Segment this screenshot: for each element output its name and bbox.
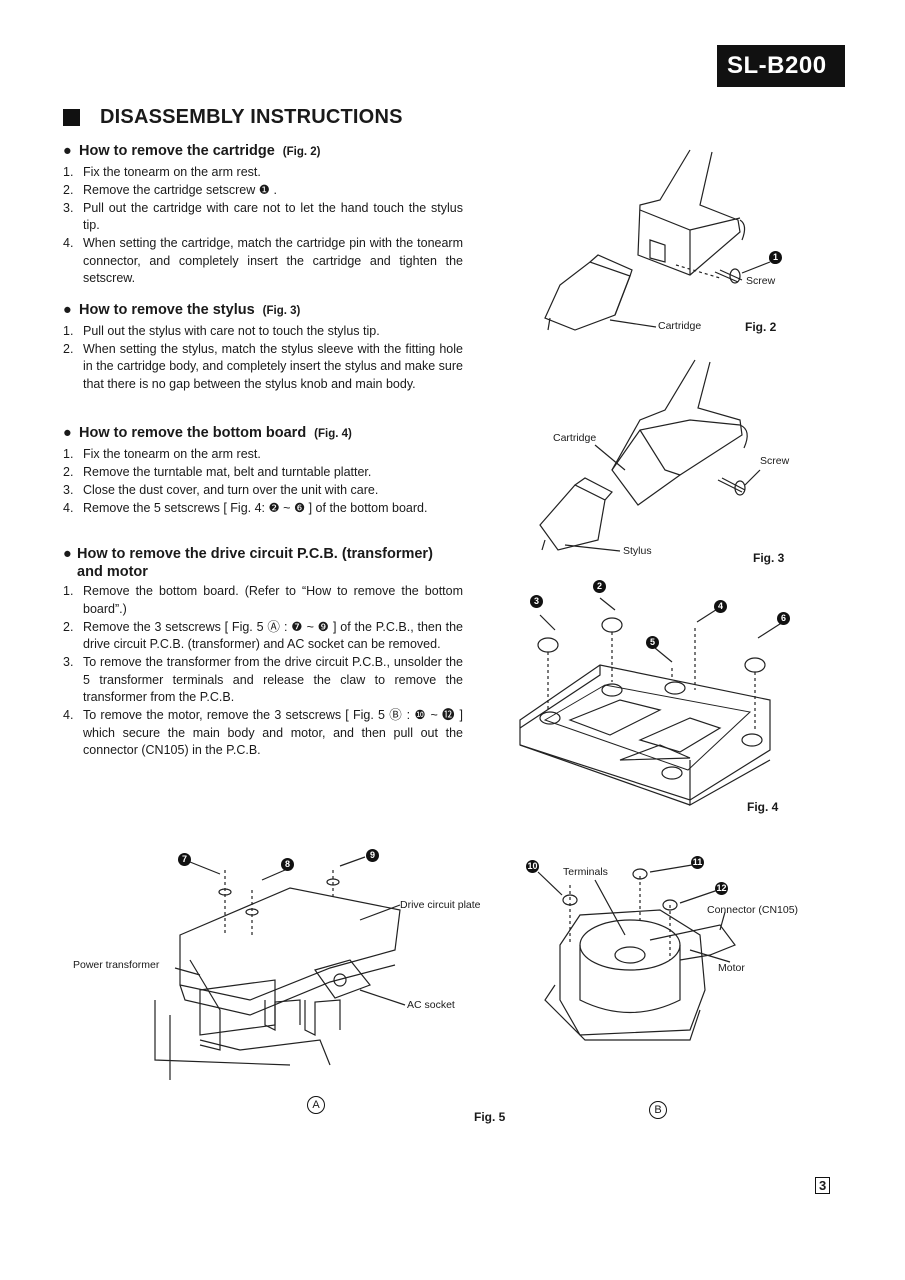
section-heading: How to remove the stylus	[79, 302, 255, 318]
page-title: DISASSEMBLY INSTRUCTIONS	[100, 106, 403, 128]
fig5-marker-10: 10	[526, 860, 539, 873]
fig5-marker-8: 8	[281, 858, 294, 871]
step: Pull out the cartridge with care not to …	[83, 200, 463, 233]
fig5-marker-7: 7	[178, 853, 191, 866]
fig4-marker-5: 5	[646, 636, 659, 649]
fig5-label: Fig. 5	[474, 1110, 506, 1124]
section-ref: (Fig. 2)	[282, 146, 321, 158]
step: Pull out the stylus with care not to tou…	[83, 323, 380, 338]
fig2-screw-label: Screw	[746, 275, 776, 287]
fig5b-drawing	[537, 864, 736, 1041]
fig4-marker-3: 3	[530, 595, 543, 608]
model-badge: SL-B200	[717, 45, 845, 87]
section-ref: (Fig. 4)	[314, 428, 352, 440]
section-heading: How to remove the bottom board	[79, 425, 307, 441]
step: Fix the tonearm on the arm rest.	[83, 164, 261, 179]
step: Remove the turntable mat, belt and turnt…	[83, 464, 372, 479]
fig5a-drawing	[154, 856, 406, 1080]
section-heading: How to remove the drive circuit P.C.B. (…	[77, 546, 433, 580]
fig2-label: Fig. 2	[745, 320, 777, 334]
step: Remove the 3 setscrews [ Fig. 5 Ⓐ : ❼ ~ …	[83, 619, 463, 652]
fig2-marker: 1	[769, 251, 782, 264]
step: Remove the bottom board. (Refer to “How …	[83, 584, 463, 616]
section-stylus: ● How to remove the stylus (Fig. 3) 1.Pu…	[63, 302, 463, 394]
section-drive-circuit: ● How to remove the drive circuit P.C.B.…	[63, 546, 463, 760]
drive-circuit-plate-label: Drive circuit plate	[400, 899, 481, 911]
fig4-drawing	[519, 597, 784, 807]
step: Close the dust cover, and turn over the …	[83, 482, 379, 497]
fig4-label: Fig. 4	[747, 800, 779, 814]
terminals-label: Terminals	[563, 866, 608, 878]
fig2-drawing	[544, 149, 781, 331]
fig3-stylus-label: Stylus	[623, 545, 652, 557]
section-bottom-board: ● How to remove the bottom board (Fig. 4…	[63, 425, 463, 518]
step: To remove the motor, remove the 3 setscr…	[83, 708, 463, 757]
step: Remove the cartridge setscrew ❶ .	[83, 182, 277, 197]
bullet-icon: ●	[63, 143, 72, 159]
step: Fix the tonearm on the arm rest.	[83, 446, 261, 461]
fig4-marker-4: 4	[714, 600, 727, 613]
fig3-screw-label: Screw	[760, 455, 790, 467]
section-heading: How to remove the cartridge	[79, 143, 275, 159]
step: To remove the transformer from the drive…	[83, 655, 463, 704]
fig3-label: Fig. 3	[753, 551, 785, 565]
page-number: 3	[815, 1177, 831, 1194]
fig4-marker-2: 2	[593, 580, 606, 593]
fig5-marker-9: 9	[366, 849, 379, 862]
fig2-cartridge-label: Cartridge	[658, 320, 702, 332]
title-square-icon	[63, 109, 80, 126]
fig5-marker-12: 12	[715, 882, 728, 895]
bullet-icon: ●	[63, 302, 72, 318]
fig4-marker-6: 6	[777, 612, 790, 625]
bullet-icon: ●	[63, 425, 72, 441]
step: When setting the cartridge, match the ca…	[83, 236, 463, 285]
step: When setting the stylus, match the stylu…	[83, 341, 463, 391]
power-transformer-label: Power transformer	[73, 959, 160, 971]
motor-label: Motor	[718, 962, 745, 974]
step: Remove the 5 setscrews [ Fig. 4: ❷ ~ ❻ ]…	[83, 500, 428, 515]
fig3-drawing	[539, 359, 761, 552]
fig5-panel-b: B	[649, 1101, 667, 1119]
section-ref: (Fig. 3)	[262, 305, 301, 317]
fig5-panel-a: A	[307, 1096, 325, 1114]
bullet-icon: ●	[63, 546, 72, 562]
section-cartridge: ● How to remove the cartridge (Fig. 2) 1…	[63, 143, 463, 288]
fig5-marker-11: 11	[691, 856, 704, 869]
ac-socket-label: AC socket	[407, 999, 455, 1011]
connector-label: Connector (CN105)	[707, 904, 799, 916]
fig3-cartridge-label: Cartridge	[553, 432, 597, 444]
title-row: DISASSEMBLY INSTRUCTIONS	[63, 106, 403, 129]
